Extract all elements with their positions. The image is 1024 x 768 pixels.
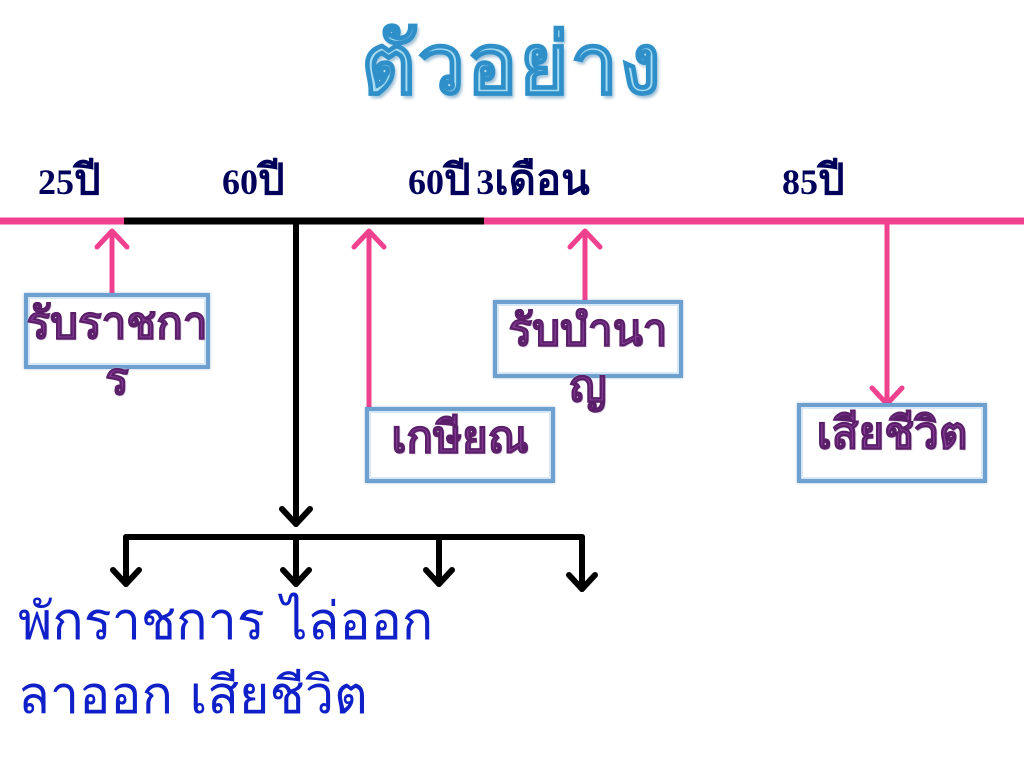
arrow-up-pension xyxy=(567,228,603,303)
timeline-label-25-years: 25ปี xyxy=(38,155,101,204)
box-retire-label: เกษียณ xyxy=(391,412,529,464)
box-death xyxy=(797,403,987,483)
timeline-label-60-years: 60ปี xyxy=(222,155,285,204)
box-death-label: เสียชีวิต xyxy=(816,408,968,460)
box-enter-service xyxy=(24,293,210,369)
arrow-up-retire xyxy=(351,228,387,410)
outcomes-line-2: ลาออก เสียชีวิต xyxy=(18,666,368,726)
box-enter-service-label: รับราชการ xyxy=(26,298,208,406)
timeline-label-60-years-3-months: 60ปี 3เดือน xyxy=(408,155,590,204)
box-pension-label: รับบำนาญ xyxy=(508,305,668,413)
outcomes-line-1: พักราชการ ไล่ออก xyxy=(18,592,434,652)
arrow-down-termination-branch xyxy=(279,221,313,527)
timeline-label-85-years: 85ปี xyxy=(782,155,845,204)
slide-title: ตัวอย่าง xyxy=(360,14,663,114)
box-pension xyxy=(493,300,683,378)
box-retire xyxy=(365,407,555,483)
arrow-down-death xyxy=(869,222,905,407)
arrow-up-enter-service xyxy=(94,228,130,296)
termination-branches xyxy=(110,534,598,592)
